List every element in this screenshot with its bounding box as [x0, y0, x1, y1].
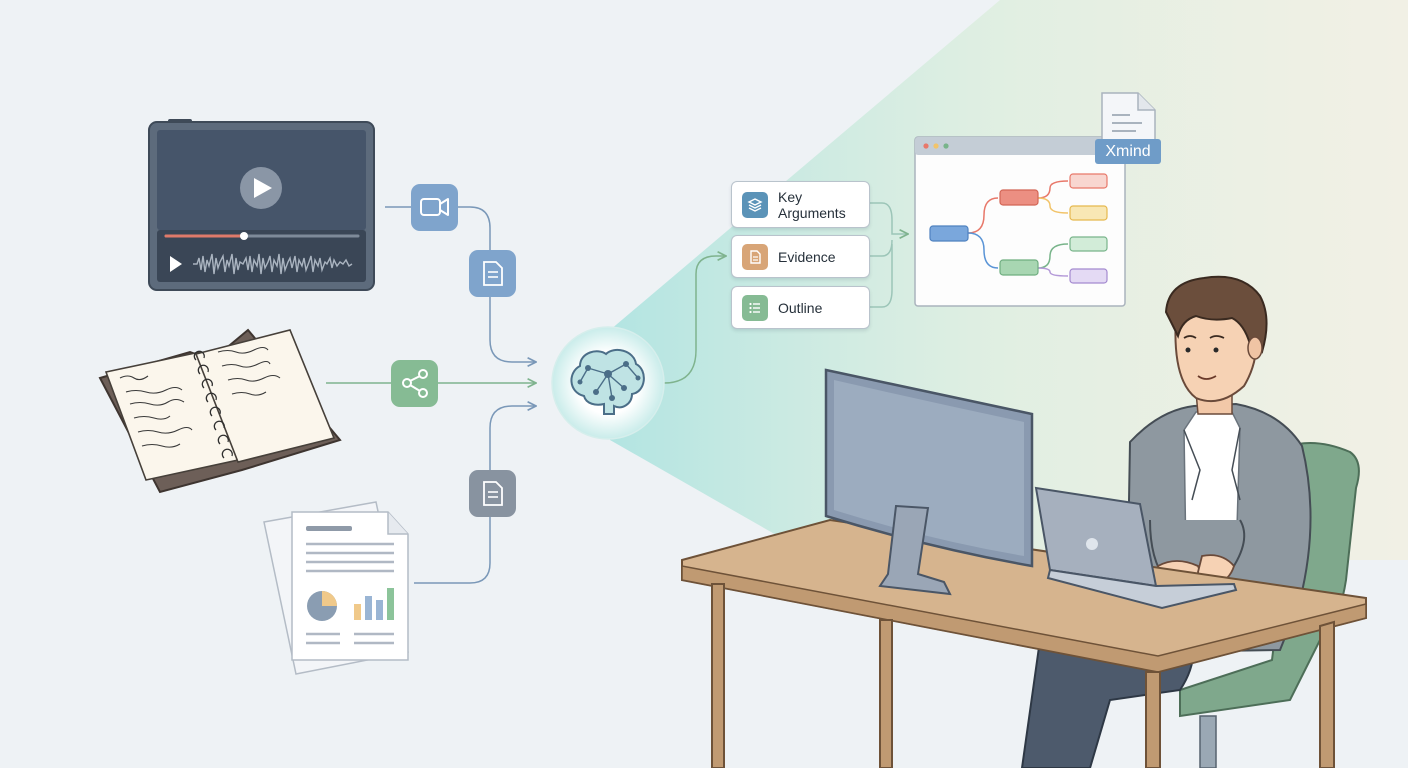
audio-waveform — [193, 253, 353, 275]
report-document — [263, 501, 409, 675]
outline-card: Outline — [731, 286, 870, 329]
mindmap-window — [914, 136, 1126, 307]
laptop — [1034, 486, 1238, 610]
open-notebook — [98, 328, 342, 494]
video-camera-chip — [411, 184, 458, 231]
layers-icon — [742, 191, 768, 218]
report-chip — [469, 470, 516, 517]
small-play-icon — [170, 256, 182, 272]
xmind-badge: Xmind — [1095, 139, 1161, 164]
share-chip — [391, 360, 438, 407]
key-arguments-label: Key Arguments — [778, 188, 846, 221]
desktop-monitor — [824, 368, 1034, 596]
evidence-label: Evidence — [778, 248, 836, 265]
ai-hub — [551, 326, 665, 440]
brain-network-icon — [570, 348, 645, 415]
document-chip — [469, 250, 516, 297]
list-icon — [742, 294, 768, 321]
desk — [681, 518, 1367, 768]
outline-label: Outline — [778, 299, 823, 316]
evidence-card: Evidence — [731, 235, 870, 278]
document-icon — [742, 243, 768, 270]
file-icon — [1101, 92, 1156, 147]
key-arguments-card: Key Arguments — [731, 181, 870, 228]
video-player — [148, 119, 375, 291]
